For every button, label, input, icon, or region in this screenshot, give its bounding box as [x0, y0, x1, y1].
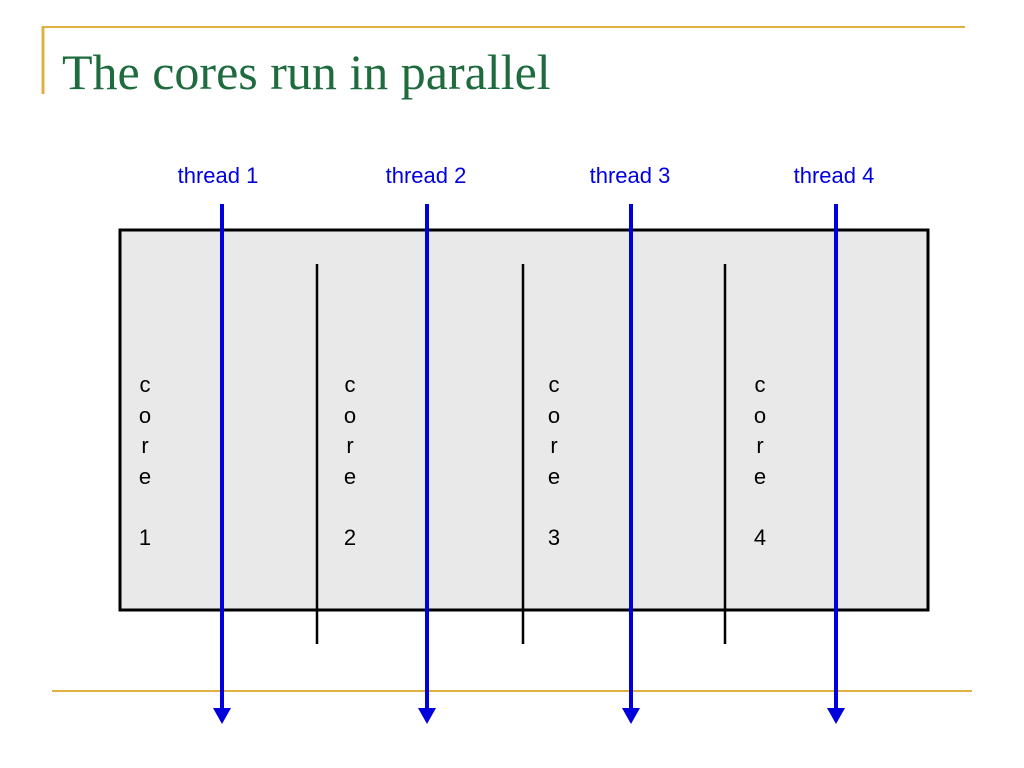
slide-title: The cores run in parallel	[62, 44, 551, 100]
core-label-spacer	[542, 492, 566, 523]
core-label-letter: r	[756, 433, 764, 458]
core-label-letter: o	[547, 402, 561, 428]
core-label-number: 3	[547, 524, 561, 550]
thread-arrow-3	[622, 204, 640, 724]
core-label-letter: r	[346, 433, 354, 458]
core-label-3: c o r e 3	[542, 370, 566, 553]
core-label-number: 1	[138, 524, 152, 550]
thread-label-1: thread 1	[177, 163, 259, 188]
core-label-letter: c	[754, 372, 766, 397]
thread-arrow-4	[827, 204, 845, 724]
core-label-letter: o	[138, 402, 152, 428]
core-label-letter: c	[139, 372, 151, 397]
core-label-letter: e	[547, 463, 561, 489]
thread-arrow-2	[418, 204, 436, 724]
core-label-letter: r	[141, 433, 149, 458]
core-label-spacer	[748, 492, 772, 523]
core-label-letter: c	[548, 372, 560, 397]
thread-label-3: thread 3	[589, 163, 671, 188]
core-label-number: 4	[753, 524, 767, 550]
core-label-letter: e	[343, 463, 357, 489]
core-label-spacer	[133, 492, 157, 523]
thread-arrow-1	[213, 204, 231, 724]
core-label-number: 2	[343, 524, 357, 550]
core-label-letter: c	[344, 372, 356, 397]
core-label-2: c o r e 2	[338, 370, 362, 553]
core-label-letter: e	[138, 463, 152, 489]
core-label-letter: o	[343, 402, 357, 428]
core-label-letter: r	[550, 433, 558, 458]
core-label-letter: e	[753, 463, 767, 489]
core-label-1: c o r e 1	[133, 370, 157, 553]
core-label-letter: o	[753, 402, 767, 428]
core-label-4: c o r e 4	[748, 370, 772, 553]
core-label-spacer	[338, 492, 362, 523]
thread-label-4: thread 4	[793, 163, 875, 188]
thread-label-2: thread 2	[385, 163, 467, 188]
